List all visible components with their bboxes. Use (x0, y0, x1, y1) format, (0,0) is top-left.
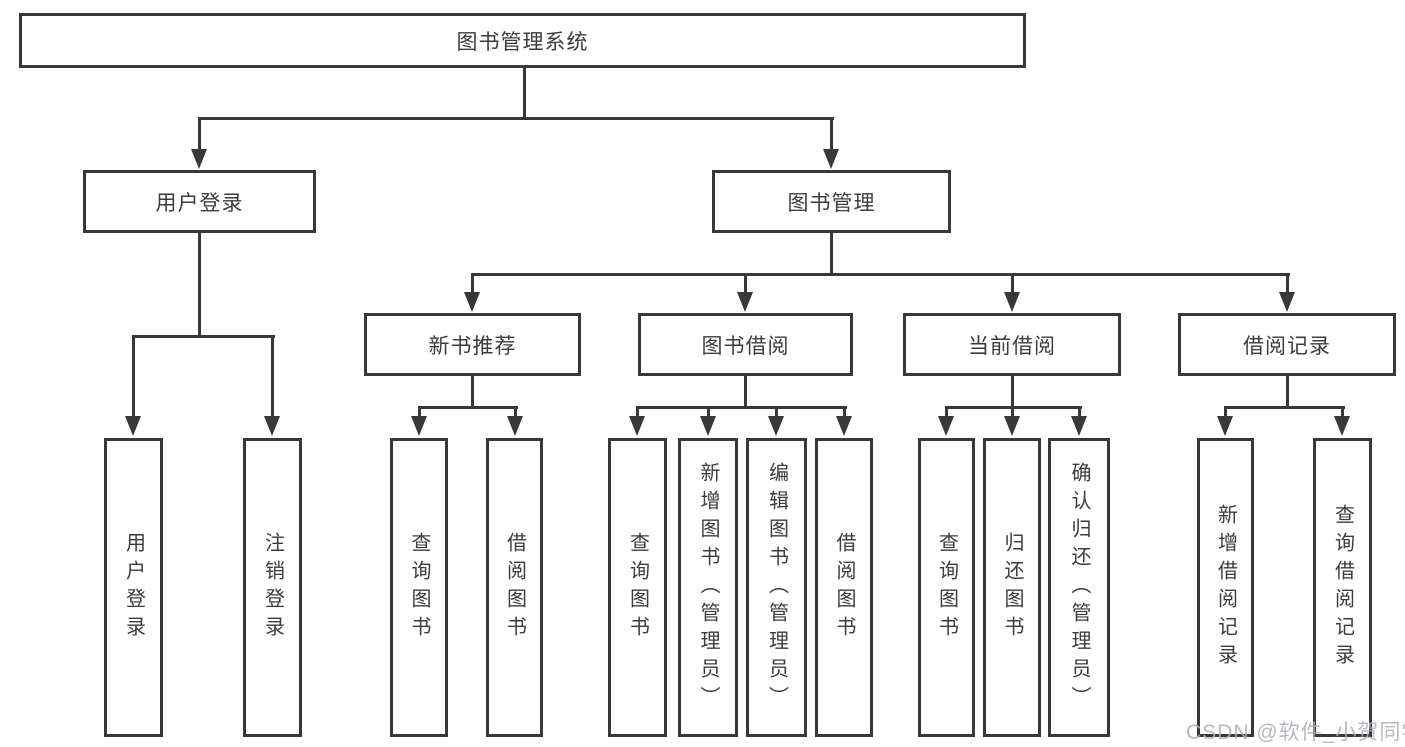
connector-line (1224, 406, 1227, 420)
connector-line (418, 406, 518, 409)
node-current-borrowing: 当前借阅 (903, 313, 1121, 376)
csdn-watermark: CSDN @软件_小贺同学 (1186, 721, 1405, 744)
arrowhead-down-icon (629, 416, 645, 436)
node-label: 编辑图书（管理员） (765, 461, 788, 714)
connector-line (271, 335, 274, 418)
connector-line (132, 335, 135, 418)
connector-line (132, 335, 275, 338)
connector-line (775, 406, 778, 420)
leaf-query-borrow-record: 查询借阅记录 (1313, 438, 1372, 737)
connector-line (198, 117, 834, 120)
arrowhead-down-icon (836, 416, 852, 436)
node-label: 查询图书 (408, 531, 430, 644)
arrowhead-down-icon (1217, 416, 1233, 436)
node-library-management-system: 图书管理系统 (19, 13, 1026, 68)
node-book-management: 图书管理 (712, 170, 951, 233)
leaf-query-books-borrowing: 查询图书 (608, 438, 667, 737)
leaf-user-login: 用户登录 (104, 438, 163, 737)
arrowhead-down-icon (823, 149, 839, 169)
connector-line (1011, 406, 1014, 420)
arrowhead-down-icon (264, 416, 280, 436)
connector-line (945, 406, 948, 420)
node-label: 用户登录 (155, 191, 244, 215)
leaf-edit-books-admin: 编辑图书（管理员） (746, 438, 807, 737)
connector-line (1011, 376, 1014, 409)
leaf-logout: 注销登录 (243, 438, 302, 737)
connector-line (471, 273, 1290, 276)
arrowhead-down-icon (700, 416, 716, 436)
connector-line (1078, 406, 1081, 420)
connector-line (843, 406, 846, 420)
arrowhead-down-icon (938, 416, 954, 436)
arrowhead-down-icon (737, 292, 753, 312)
node-label: 借阅记录 (1243, 334, 1331, 358)
node-label: 新增借阅记录 (1214, 503, 1237, 672)
connector-line (471, 376, 474, 409)
arrowhead-down-icon (507, 416, 523, 436)
connector-line (471, 273, 474, 294)
arrowhead-down-icon (191, 149, 207, 169)
connector-line (1224, 406, 1345, 409)
leaf-query-books-recommend: 查询图书 (390, 438, 448, 737)
arrowhead-down-icon (1004, 292, 1020, 312)
node-label: 注销登录 (261, 531, 284, 644)
node-label: 借阅图书 (503, 531, 526, 644)
arrowhead-down-icon (1004, 416, 1020, 436)
connector-line (744, 376, 747, 409)
node-new-book-recommendation: 新书推荐 (364, 313, 581, 376)
connector-line (830, 117, 833, 151)
node-label: 图书管理系统 (456, 30, 589, 54)
connector-line (636, 406, 847, 409)
connector-line (636, 406, 639, 420)
connector-line (1286, 376, 1289, 409)
leaf-borrow-books-recommend: 借阅图书 (486, 438, 543, 737)
leaf-return-books: 归还图书 (983, 438, 1041, 737)
node-borrowing-records: 借阅记录 (1178, 313, 1396, 376)
connector-line (1341, 406, 1344, 420)
node-label: 借阅图书 (833, 531, 855, 644)
arrowhead-down-icon (125, 416, 141, 436)
node-label: 查询图书 (935, 531, 958, 644)
connector-line (514, 406, 517, 420)
connector-line (707, 406, 710, 420)
node-book-borrowing: 图书借阅 (638, 313, 853, 376)
connector-line (744, 273, 747, 294)
connector-line (418, 406, 421, 420)
leaf-add-borrow-record: 新增借阅记录 (1197, 438, 1254, 737)
arrowhead-down-icon (1071, 416, 1087, 436)
arrowhead-down-icon (1279, 292, 1295, 312)
node-label: 图书借阅 (701, 334, 790, 358)
node-label: 新增图书（管理员） (697, 461, 719, 714)
leaf-query-books-current: 查询图书 (918, 438, 975, 737)
node-label: 归还图书 (1001, 531, 1023, 644)
node-user-login: 用户登录 (83, 170, 316, 233)
connector-line (830, 233, 833, 276)
connector-line (523, 68, 526, 119)
node-label: 确认归还（管理员） (1068, 461, 1090, 714)
arrowhead-down-icon (464, 292, 480, 312)
leaf-confirm-return-admin: 确认归还（管理员） (1048, 438, 1110, 737)
connector-line (198, 117, 201, 151)
arrowhead-down-icon (1334, 416, 1350, 436)
connector-line (1011, 273, 1014, 294)
arrowhead-down-icon (411, 416, 427, 436)
leaf-add-books-admin: 新增图书（管理员） (678, 438, 738, 737)
connector-line (1286, 273, 1289, 294)
node-label: 查询借阅记录 (1331, 503, 1354, 672)
leaf-borrow-books-borrowing: 借阅图书 (815, 438, 873, 737)
node-label: 新书推荐 (428, 334, 517, 358)
node-label: 图书管理 (787, 191, 876, 215)
node-label: 当前借阅 (968, 334, 1056, 358)
node-label: 用户登录 (122, 531, 145, 644)
connector-line (198, 233, 201, 337)
node-label: 查询图书 (626, 531, 649, 644)
arrowhead-down-icon (768, 416, 784, 436)
